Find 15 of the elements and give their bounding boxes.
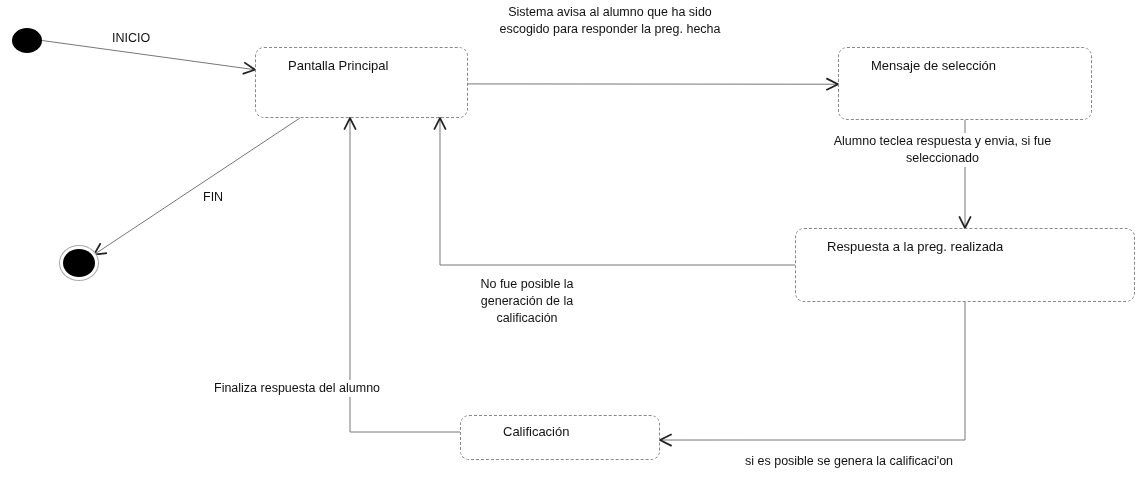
transition-arrow xyxy=(41,40,256,75)
transition-arrow xyxy=(93,117,301,256)
state-name: Respuesta a la preg. realizada xyxy=(827,239,1004,254)
final-state-dot xyxy=(63,249,95,277)
state-name: Calificación xyxy=(503,424,570,439)
state-name: Pantalla Principal xyxy=(288,58,389,73)
transition-arrow xyxy=(467,77,839,91)
initial-state-dot xyxy=(12,28,42,53)
state-box xyxy=(795,228,1135,302)
state-box xyxy=(838,47,1092,120)
transition-arrow xyxy=(433,117,796,266)
state-box xyxy=(460,415,660,460)
state-name: Mensaje de selección xyxy=(871,58,997,73)
state-box xyxy=(255,47,468,118)
transition-arrow xyxy=(659,301,966,447)
